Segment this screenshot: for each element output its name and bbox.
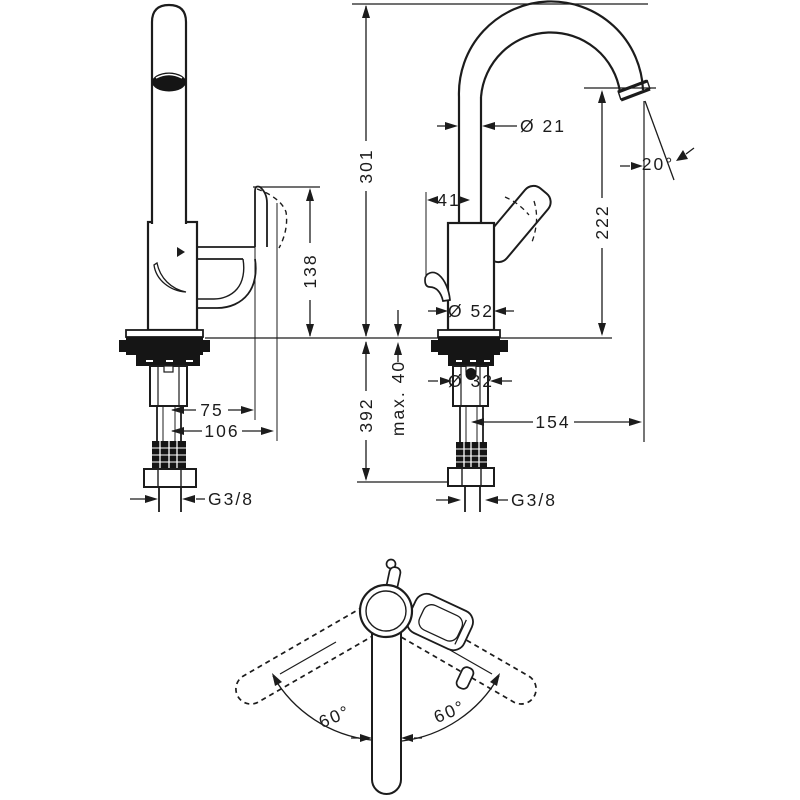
reference-lines: [205, 3, 675, 483]
dim-max40-label: max. 40: [388, 360, 408, 436]
dim-20deg-label: 20°: [642, 154, 674, 174]
side-spout-joint-band: [152, 72, 186, 92]
dim-60deg-right-label: 60°: [431, 696, 469, 727]
dim-75-label: 75: [200, 400, 223, 420]
front-base-plate: [437, 329, 501, 338]
side-flow-marker: [177, 247, 185, 257]
side-mount-flange: [126, 337, 203, 355]
dim-392-label: 392: [356, 397, 376, 432]
front-gooseneck-outer: [457, 0, 645, 98]
side-handle-lever: [254, 185, 268, 247]
front-body: [446, 221, 496, 332]
dim-222-label: 222: [592, 204, 612, 239]
side-view-faucet: [119, 3, 288, 512]
front-supply-hose: [464, 486, 481, 512]
side-handle-open-position: [256, 188, 288, 249]
front-handle-open-position: [504, 196, 530, 216]
front-hose-nut: [447, 467, 495, 487]
thread-g38-left-label: G3/8: [208, 489, 254, 509]
top-handle-tab: [455, 666, 475, 690]
dim-d52-label: Ø 52: [448, 301, 494, 321]
front-center-screw: [465, 368, 477, 380]
side-base-plate: [125, 329, 204, 338]
top-handle-block: [406, 592, 474, 652]
dim-154-label: 154: [535, 412, 570, 432]
side-shank: [149, 365, 188, 407]
dim-106-label: 106: [204, 421, 239, 441]
front-view-dimensions: Ø 21 41 Ø 52 Ø 32 222 20° 154 G3/8: [427, 90, 695, 510]
front-riser-tube: [457, 97, 483, 223]
dim-d21-label: Ø 21: [520, 116, 566, 136]
dim-d32-label: Ø 32: [448, 371, 494, 391]
front-spout-outlet: [617, 79, 651, 102]
front-gooseneck-inner: [479, 31, 622, 98]
front-side-lever: [424, 271, 451, 302]
top-body-circle: [358, 583, 414, 639]
overall-dimensions: 301 392 max. 40: [356, 5, 408, 481]
side-supply-hose: [158, 487, 182, 512]
thread-g38-right-label: G3/8: [511, 490, 557, 510]
dim-138-label: 138: [300, 253, 320, 288]
dim-301-label: 301: [356, 148, 376, 183]
side-body: [146, 220, 199, 332]
side-view-dimensions: 138 75 106 G3/8: [130, 188, 320, 509]
front-view-faucet: [424, 0, 651, 512]
side-body-curve: [153, 261, 187, 293]
side-spout-tube: [150, 3, 188, 224]
side-hose-nut: [143, 468, 197, 488]
dim-60deg-left-label: 60°: [316, 701, 354, 732]
front-mount-flange: [438, 337, 500, 355]
top-view-swivel-range: 60° 60°: [235, 558, 537, 795]
dim-41-label: 41: [437, 190, 460, 210]
